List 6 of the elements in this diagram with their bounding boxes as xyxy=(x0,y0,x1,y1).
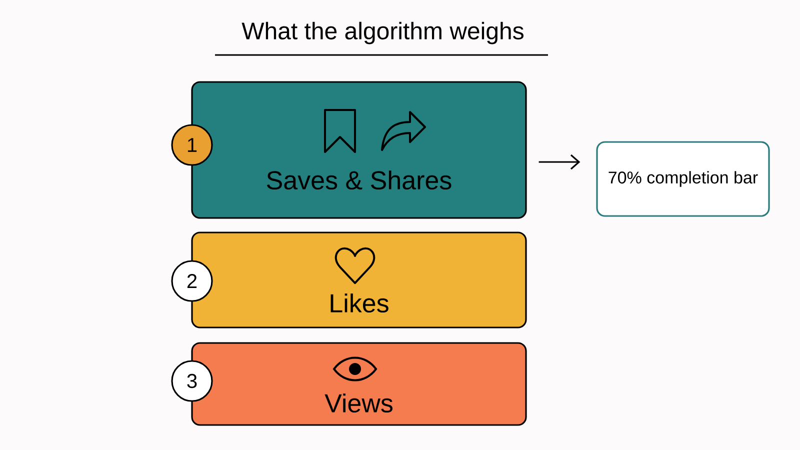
number-badge: 1 xyxy=(171,124,213,166)
result-box: 70% completion bar xyxy=(596,141,770,217)
number-badge: 2 xyxy=(171,260,213,302)
number-badge: 3 xyxy=(171,360,213,402)
arrow xyxy=(538,154,580,170)
title: What the algorithm weighs xyxy=(242,22,524,44)
